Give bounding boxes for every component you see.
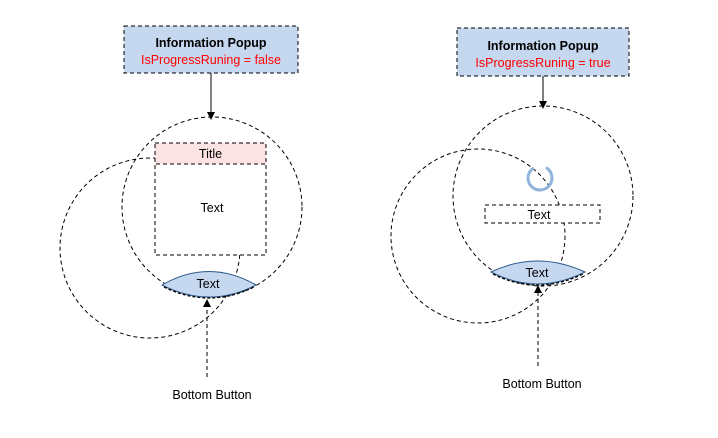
left-diagram: Information Popup IsProgressRuning = fal… xyxy=(59,25,303,402)
right-front-circle xyxy=(452,105,634,287)
right-diagram: Information Popup IsProgressRuning = tru… xyxy=(390,27,634,391)
right-header-state: IsProgressRuning = true xyxy=(475,56,610,70)
left-header-title: Information Popup xyxy=(155,36,266,50)
left-bottom-button[interactable] xyxy=(160,271,258,298)
right-header-box xyxy=(456,27,630,77)
left-header-box xyxy=(123,25,299,74)
left-body-text: Text xyxy=(201,201,224,215)
right-back-circle xyxy=(390,148,566,324)
left-header-state: IsProgressRuning = false xyxy=(141,53,281,67)
right-bottom-button-label: Text xyxy=(526,266,549,280)
right-body-box xyxy=(484,204,601,224)
right-body-text: Text xyxy=(528,208,551,222)
left-title-bar xyxy=(154,142,267,165)
left-callout-label: Bottom Button xyxy=(172,388,251,402)
left-bottom-button-underline xyxy=(163,286,255,299)
right-callout-label: Bottom Button xyxy=(502,377,581,391)
right-bottom-button[interactable] xyxy=(489,260,587,285)
right-header-title: Information Popup xyxy=(487,39,598,53)
progress-spinner-icon xyxy=(526,164,554,192)
left-title-label: Title xyxy=(199,147,222,161)
left-bottom-button-label: Text xyxy=(197,277,220,291)
